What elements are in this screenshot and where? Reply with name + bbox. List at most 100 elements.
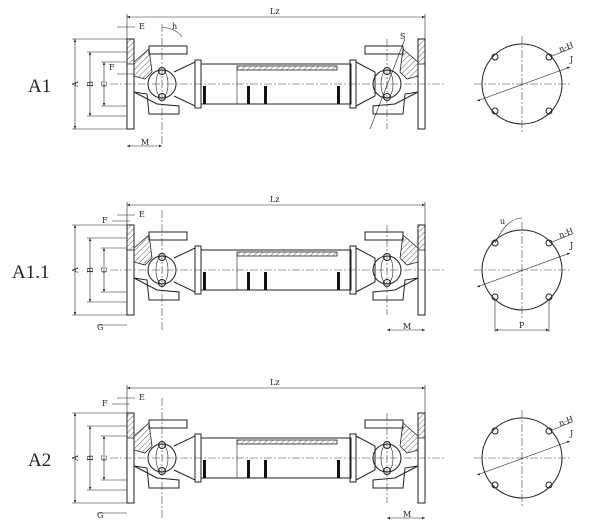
seal-ring: [247, 460, 250, 478]
seal-ring: [203, 86, 206, 104]
f-label: F: [102, 399, 108, 408]
h-label: h: [172, 22, 177, 31]
left-yoke-cap: [148, 419, 188, 429]
seal-ring: [203, 272, 206, 290]
shaft-tube: [200, 249, 352, 291]
seal-ring: [337, 86, 340, 104]
right-hub: [355, 435, 376, 481]
bolt-hole: [491, 427, 499, 435]
right-hub-collar: [349, 59, 357, 109]
right-hub-collar: [349, 245, 357, 295]
right-hub: [355, 61, 376, 107]
e-label: E: [139, 393, 145, 402]
u-label: u: [500, 217, 505, 226]
lz-label: Lz: [270, 195, 280, 204]
left-yoke: [133, 91, 180, 115]
j-dimension: [476, 252, 571, 288]
a-label: A: [71, 455, 80, 462]
left-flange-section: [126, 224, 135, 251]
right-yoke-section: [399, 422, 419, 454]
right-yoke-cap: [364, 231, 404, 241]
seal-ring: [247, 272, 250, 290]
m-label: M: [141, 138, 149, 147]
bolt-hole: [491, 107, 499, 115]
flange-end-view: Jn-HuP: [474, 217, 575, 332]
u-arc: [494, 217, 523, 244]
s-label: S: [400, 32, 405, 41]
bolt-hole: [545, 427, 553, 435]
c-label: C: [100, 81, 109, 87]
seal-ring: [337, 272, 340, 290]
shaft-tube: [200, 437, 352, 479]
j-label: J: [569, 55, 573, 64]
j-dimension: [476, 440, 571, 476]
j-label: J: [569, 429, 573, 438]
left-yoke-section: [133, 422, 153, 454]
shaft-tube: [200, 63, 352, 105]
p-label: P: [519, 321, 525, 330]
b-label: B: [86, 455, 95, 461]
g-label: G: [97, 323, 103, 332]
bolt-hole: [545, 481, 553, 489]
right-yoke-cap: [364, 45, 404, 55]
seal-ring: [247, 86, 250, 104]
left-flange-section: [126, 38, 135, 65]
right-yoke: [372, 91, 419, 115]
nh-leader: [551, 47, 573, 57]
right-yoke-section: [399, 234, 419, 266]
right-yoke-section: [399, 48, 419, 80]
lz-label: Lz: [270, 7, 280, 16]
right-hub-collar: [349, 433, 357, 483]
left-yoke-cap: [148, 231, 188, 241]
spline-section: [236, 439, 338, 445]
nh-label: n-H: [558, 40, 575, 54]
right-yoke-cap: [364, 419, 404, 429]
view-label: A2: [28, 450, 51, 471]
s-leader: [369, 38, 406, 130]
c-label: C: [100, 267, 109, 273]
m-label: M: [403, 322, 411, 331]
nh-label: n-H: [558, 414, 575, 428]
bolt-hole: [491, 239, 499, 247]
f-label: F: [109, 63, 115, 72]
g-label: G: [97, 511, 103, 520]
seal-ring: [264, 86, 267, 104]
nh-leader: [551, 421, 573, 431]
bolt-hole: [491, 53, 499, 61]
b-label: B: [86, 267, 95, 273]
bolt-hole: [491, 481, 499, 489]
view-label: A1.1: [12, 262, 49, 283]
view-label: A1: [28, 76, 51, 97]
j-dimension: [476, 66, 571, 102]
e-label: E: [139, 210, 145, 219]
seal-ring: [203, 460, 206, 478]
left-yoke-section: [133, 48, 153, 80]
j-label: J: [569, 241, 573, 250]
left-yoke-cap: [148, 45, 188, 55]
a-label: A: [71, 267, 80, 274]
right-yoke: [372, 277, 419, 301]
seal-ring: [264, 460, 267, 478]
e-label: E: [139, 22, 145, 31]
flange-end-view: Jn-H: [474, 36, 575, 132]
spline-section: [236, 65, 338, 71]
seal-ring: [337, 460, 340, 478]
c-label: C: [100, 455, 109, 461]
bolt-hole: [545, 239, 553, 247]
right-hub: [355, 247, 376, 293]
right-flange-section: [417, 38, 426, 65]
flange-end-view: Jn-H: [474, 410, 575, 506]
right-flange-section: [417, 412, 426, 439]
left-yoke: [133, 277, 180, 301]
bolt-hole: [545, 107, 553, 115]
f-label: F: [102, 216, 108, 225]
a-label: A: [71, 81, 80, 88]
left-yoke: [133, 465, 180, 489]
left-yoke-section: [133, 234, 153, 266]
bolt-hole: [545, 53, 553, 61]
right-yoke: [372, 465, 419, 489]
